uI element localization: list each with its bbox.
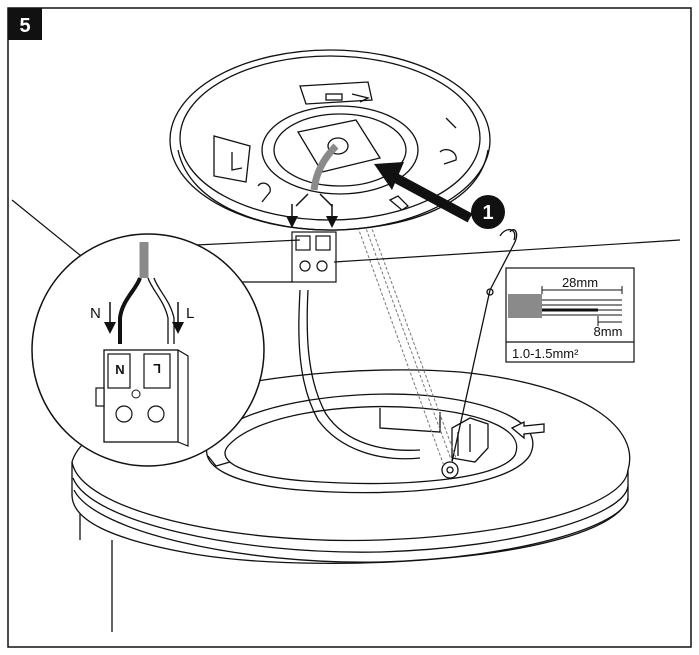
wire-label-live: L xyxy=(186,305,194,322)
wire-spec-panel: 28mm 8mm 1.0-1.5mm² xyxy=(505,267,635,363)
step-badge: 5 xyxy=(8,8,42,40)
zoom-detail: N L N L xyxy=(31,233,265,467)
alignment-guides xyxy=(311,97,457,467)
diagram-frame xyxy=(7,7,692,648)
callout-badge: 1 xyxy=(471,195,505,229)
conductor-strip-label: 8mm xyxy=(594,324,623,339)
mains-cable xyxy=(310,143,339,191)
step-number: 5 xyxy=(19,15,30,37)
terminal-label-neutral: N xyxy=(115,362,124,377)
terminal-label-live: L xyxy=(153,361,161,376)
insert-direction-arrow xyxy=(374,162,473,223)
callout-number: 1 xyxy=(482,202,493,224)
wire-label-neutral: N xyxy=(90,305,101,322)
lamp-cable xyxy=(298,289,421,460)
strip-length-label: 28mm xyxy=(562,275,598,290)
cross-section-label: 1.0-1.5mm² xyxy=(512,346,579,361)
safety-cord xyxy=(441,229,518,479)
